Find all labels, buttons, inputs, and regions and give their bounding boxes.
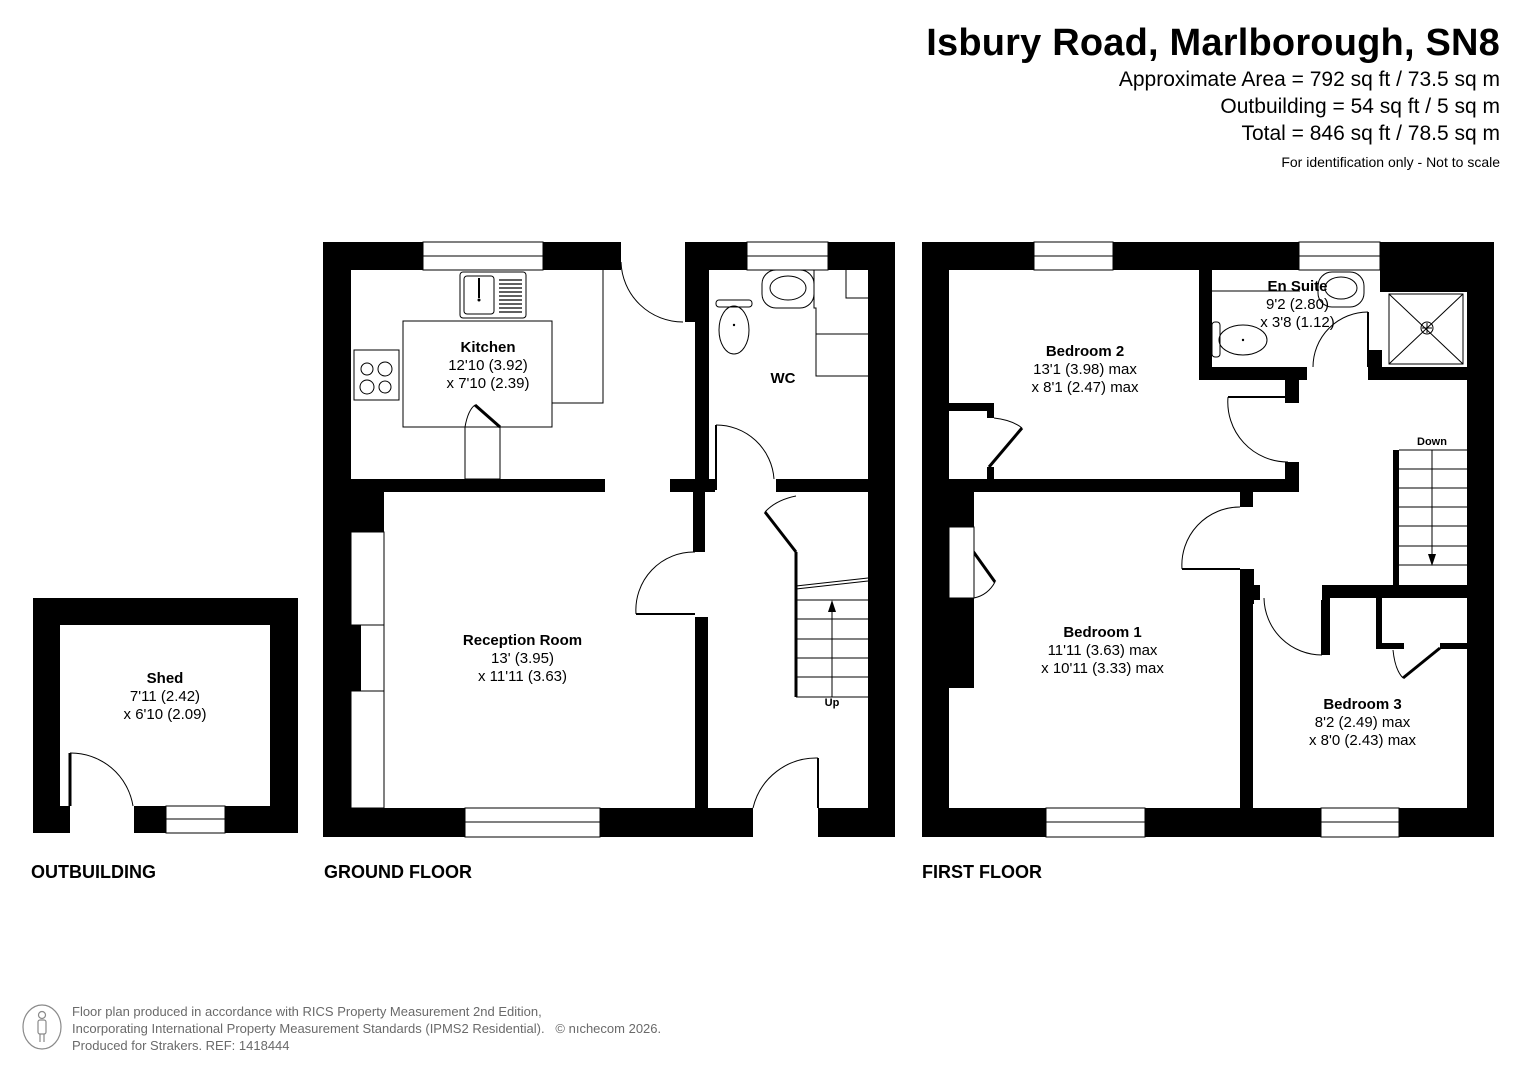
shed-walls [33,598,298,833]
room-bedroom-2: Bedroom 2 13'1 (3.98) max x 8'1 (2.47) m… [1010,343,1160,397]
room-name: WC [770,370,796,387]
stairs-up-label: Up [824,697,840,709]
scale-note: For identification only - Not to scale [1281,154,1500,170]
room-dimension: x 10'11 (3.33) max [1041,660,1164,677]
person-measure-icon [22,1004,62,1050]
stairs-down-arrow-icon [1428,554,1436,566]
room-bedroom-1: Bedroom 1 11'11 (3.63) max x 10'11 (3.33… [1025,624,1180,678]
room-dimension: x 8'0 (2.43) max [1308,732,1417,749]
room-name: Reception Room [462,632,583,649]
room-dimension: 8'2 (2.49) max [1314,714,1411,731]
outbuilding-area: Outbuilding = 54 sq ft / 5 sq m [1220,95,1500,118]
stairs-down-label: Down [1417,436,1447,448]
room-shed: Shed 7'11 (2.42) x 6'10 (2.09) [92,670,238,724]
room-bedroom-3: Bedroom 3 8'2 (2.49) max x 8'0 (2.43) ma… [1290,696,1435,750]
room-name: En Suite [1267,278,1328,295]
room-kitchen: Kitchen 12'10 (3.92) x 7'10 (2.39) [418,339,558,393]
room-en-suite: En Suite 9'2 (2.80) x 3'8 (1.12) [1245,278,1350,332]
room-name: Bedroom 2 [1045,343,1125,360]
footer-text: Floor plan produced in accordance with R… [72,1003,661,1054]
copyright: © nıchecom 2026. [555,1021,662,1036]
room-dimension: 11'11 (3.63) max [1047,642,1158,659]
floor-label-first: FIRST FLOOR [922,862,1042,882]
room-name: Bedroom 3 [1323,696,1402,713]
room-wc: WC [753,370,813,388]
room-dimension: 13'1 (3.98) max [1033,361,1137,378]
room-dimension: x 8'1 (2.47) max [1031,379,1139,396]
room-dimension: 13' (3.95) [491,650,554,667]
footer-line-1: Floor plan produced in accordance with R… [72,1004,542,1019]
floor-label-ground: GROUND FLOOR [324,862,472,882]
total-area: Total = 846 sq ft / 78.5 sq m [1241,122,1500,145]
room-dimension: 9'2 (2.80) [1266,296,1329,313]
floor-label-outbuilding: OUTBUILDING [31,862,156,882]
room-reception: Reception Room 13' (3.95) x 11'11 (3.63) [430,632,615,686]
approximate-area: Approximate Area = 792 sq ft / 73.5 sq m [1118,68,1500,91]
room-dimension: 12'10 (3.92) [448,357,528,374]
property-title: Isbury Road, Marlborough, SN8 [926,22,1500,64]
room-dimension: 7'11 (2.42) [129,688,201,705]
room-dimension: x 11'11 (3.63) [477,668,568,685]
room-dimension: x 3'8 (1.12) [1260,314,1335,331]
room-name: Kitchen [460,339,516,356]
room-name: Shed [146,670,184,687]
room-name: Bedroom 1 [1063,624,1142,641]
footer-line-2: Incorporating International Property Mea… [72,1021,662,1036]
footer-line-3: Produced for Strakers. REF: 1418444 [72,1038,290,1053]
footer: Floor plan produced in accordance with R… [20,1003,661,1054]
header: Isbury Road, Marlborough, SN8 Approximat… [926,20,1500,171]
stairs-up-arrow-icon [828,600,836,612]
room-dimension: x 6'10 (2.09) [123,706,207,723]
room-dimension: x 7'10 (2.39) [446,375,530,392]
